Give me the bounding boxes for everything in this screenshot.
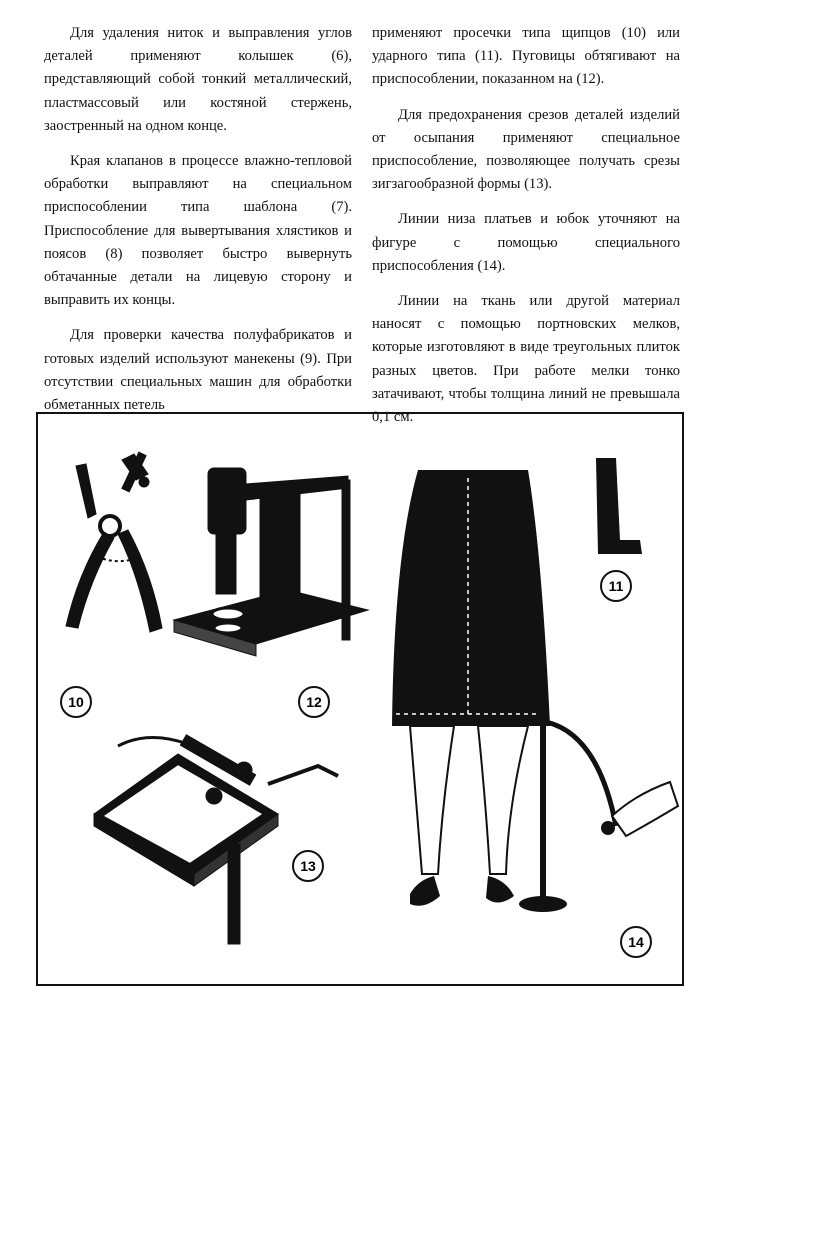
paragraph: Для предохранения срезов деталей изделий… (372, 106, 680, 193)
label-10: 10 (60, 686, 92, 718)
svg-text:13: 13 (300, 858, 316, 874)
paragraph: Края клапанов в процессе влажно-тепловой… (44, 153, 352, 309)
label-13: 13 (292, 850, 324, 882)
label-12: 12 (298, 686, 330, 718)
paragraph: Для проверки качества полуфабрикатов и г… (44, 327, 352, 414)
zigzag-cutter-drawing (93, 734, 339, 945)
illustration-canvas: 10 11 12 13 14 (60, 451, 680, 958)
text-column-right: применяют просечки типа щипцов (10) или … (372, 22, 680, 441)
punch-pliers-drawing (65, 451, 163, 633)
svg-text:14: 14 (628, 934, 644, 950)
tools-illustration: 10 11 12 13 14 (36, 412, 684, 986)
label-14: 14 (620, 926, 652, 958)
svg-text:10: 10 (68, 694, 84, 710)
button-press-drawing (172, 467, 370, 657)
paragraph: Линии низа платьев и юбок уточняют на фи… (372, 211, 680, 274)
text-column-left: Для удаления ниток и выправления углов д… (44, 22, 352, 429)
label-11: 11 (600, 570, 632, 602)
paragraph: Для удаления ниток и выправления углов д… (44, 25, 352, 134)
paragraph: Линии на ткань или другой материал нанос… (372, 293, 680, 426)
hammer-punch-drawing (596, 458, 642, 554)
skirt-figure-drawing (392, 470, 680, 912)
paragraph: применяют просечки типа щипцов (10) или … (372, 25, 680, 88)
svg-text:11: 11 (609, 578, 624, 594)
svg-text:12: 12 (306, 694, 322, 710)
